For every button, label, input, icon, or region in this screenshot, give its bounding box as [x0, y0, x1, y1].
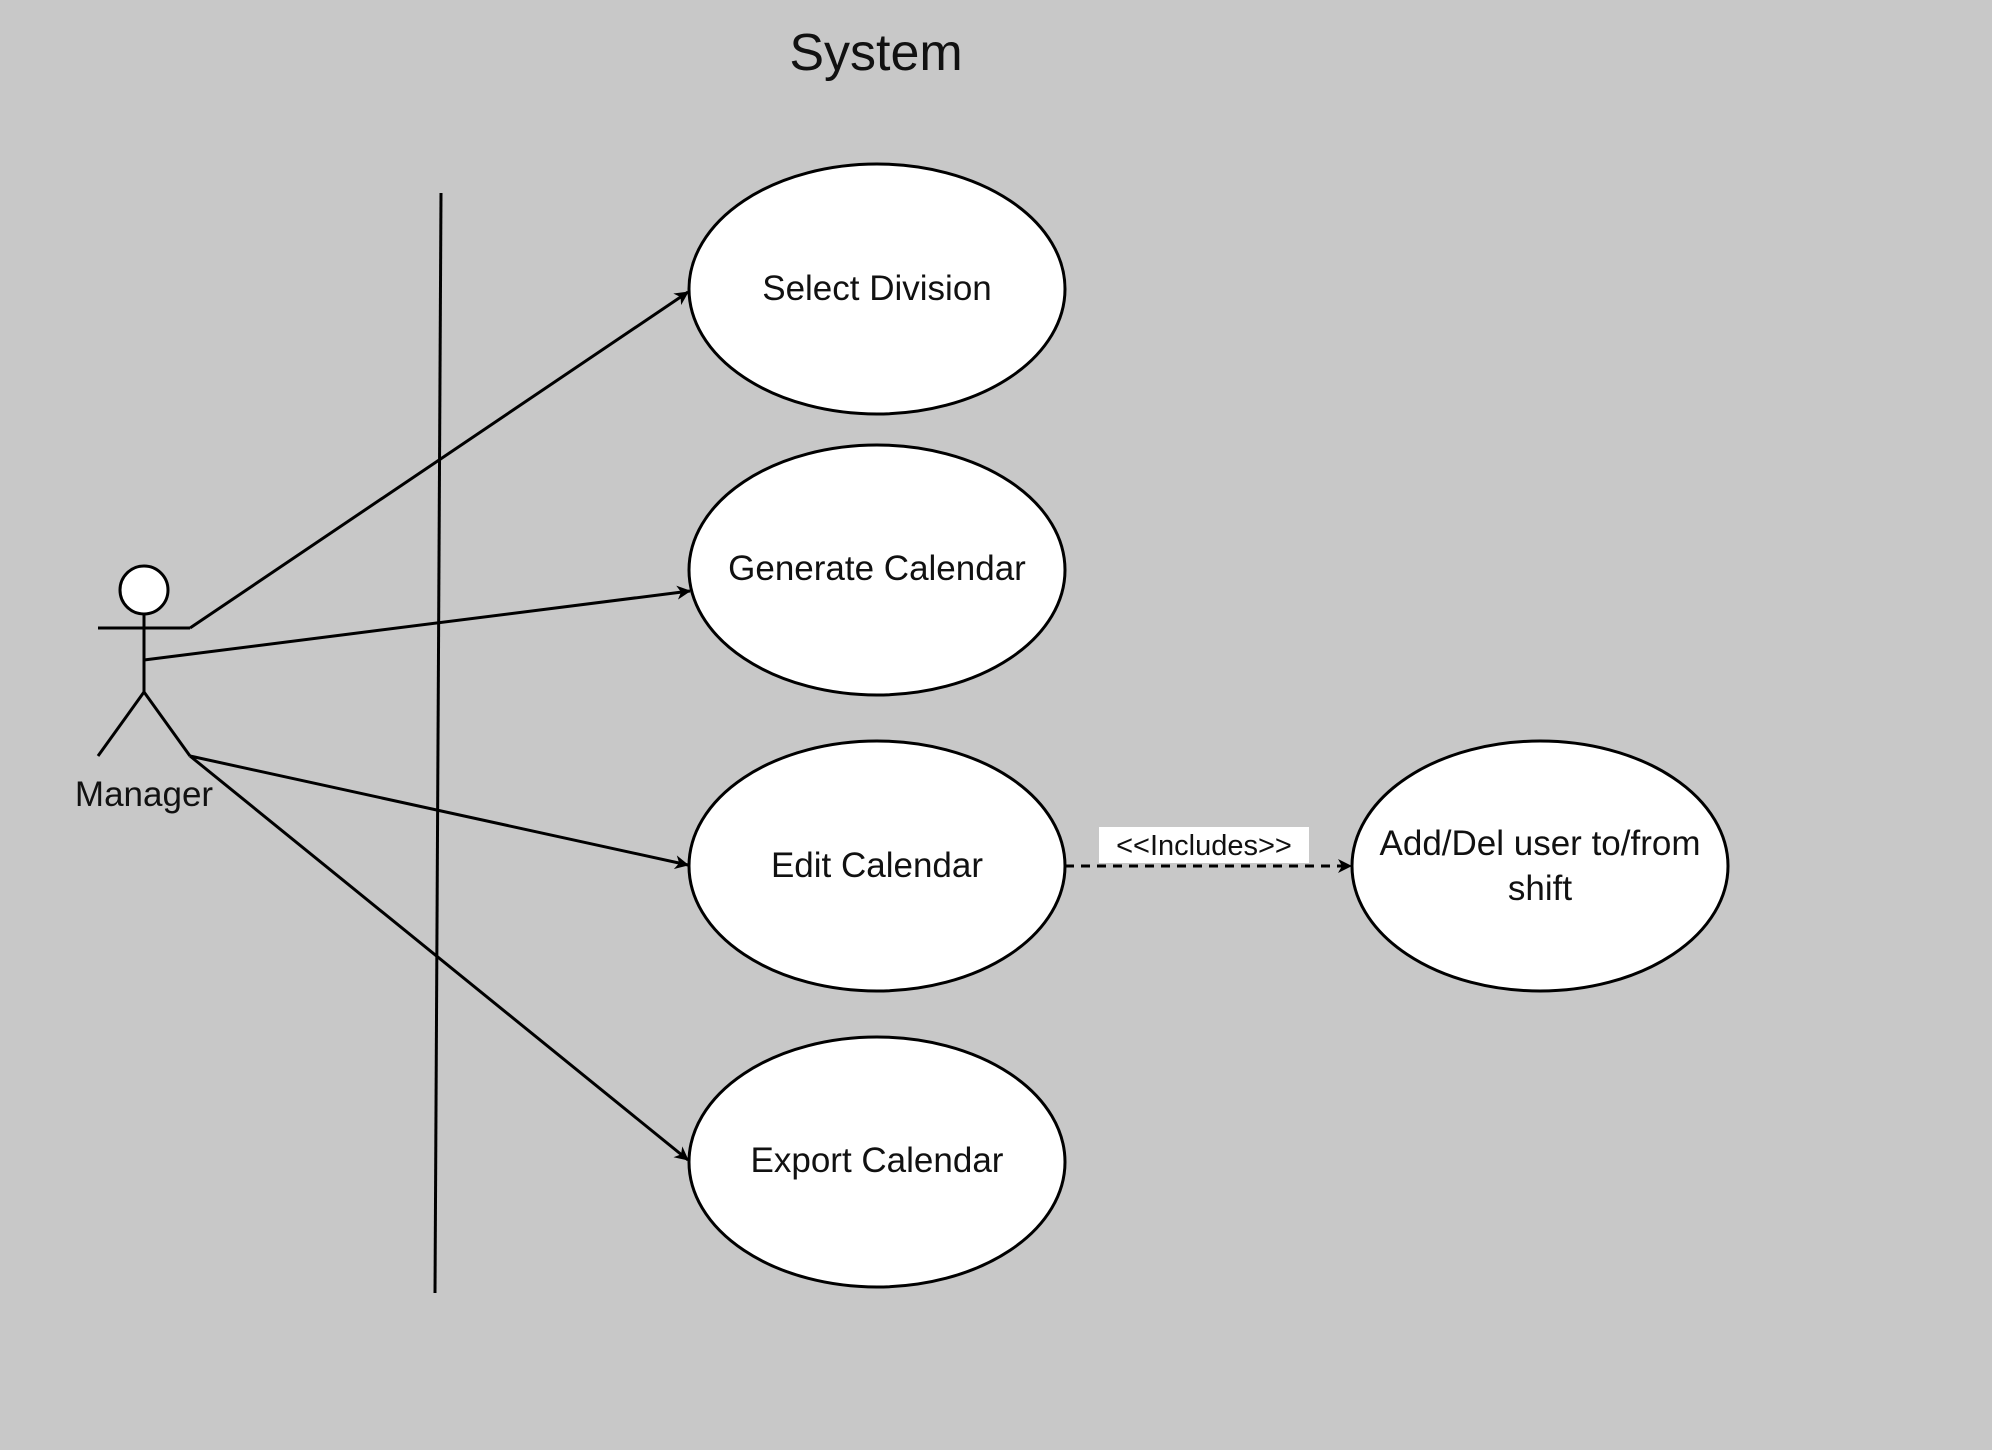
includes-label-bg: [1099, 827, 1309, 863]
association-select-division: [189, 290, 689, 630]
system-boundary-line: [433, 192, 443, 1294]
use-case-generate-calendar[interactable]: Generate Calendar: [687, 443, 1067, 697]
actor-right-leg: [142, 691, 192, 757]
use-case-label-line-1: Add/Del user to/from: [1380, 824, 1701, 863]
association-export-calendar: [189, 754, 689, 1162]
association-edit-calendar: [189, 754, 689, 870]
use-case-edit-calendar[interactable]: Edit Calendar: [687, 739, 1067, 993]
actor-label: Manager: [75, 775, 213, 814]
use-case-label: Generate Calendar: [728, 549, 1026, 588]
use-case-label: Export Calendar: [751, 1141, 1004, 1180]
diagram-title: System: [789, 24, 962, 82]
use-case-label-line-2: shift: [1508, 869, 1572, 908]
use-case-label: Edit Calendar: [771, 846, 983, 885]
actor-head: [118, 564, 170, 616]
use-case-select-division[interactable]: Select Division: [687, 162, 1067, 416]
actor-left-leg: [96, 691, 146, 757]
association-generate-calendar: [143, 585, 691, 662]
actor-manager[interactable]: Manager: [75, 564, 213, 814]
use-case-export-calendar[interactable]: Export Calendar: [687, 1035, 1067, 1289]
use-case-label: Select Division: [762, 269, 992, 308]
use-case-add-del-user[interactable]: Add/Del user to/from shift: [1350, 739, 1730, 993]
includes-label: <<Includes>>: [1116, 830, 1292, 862]
